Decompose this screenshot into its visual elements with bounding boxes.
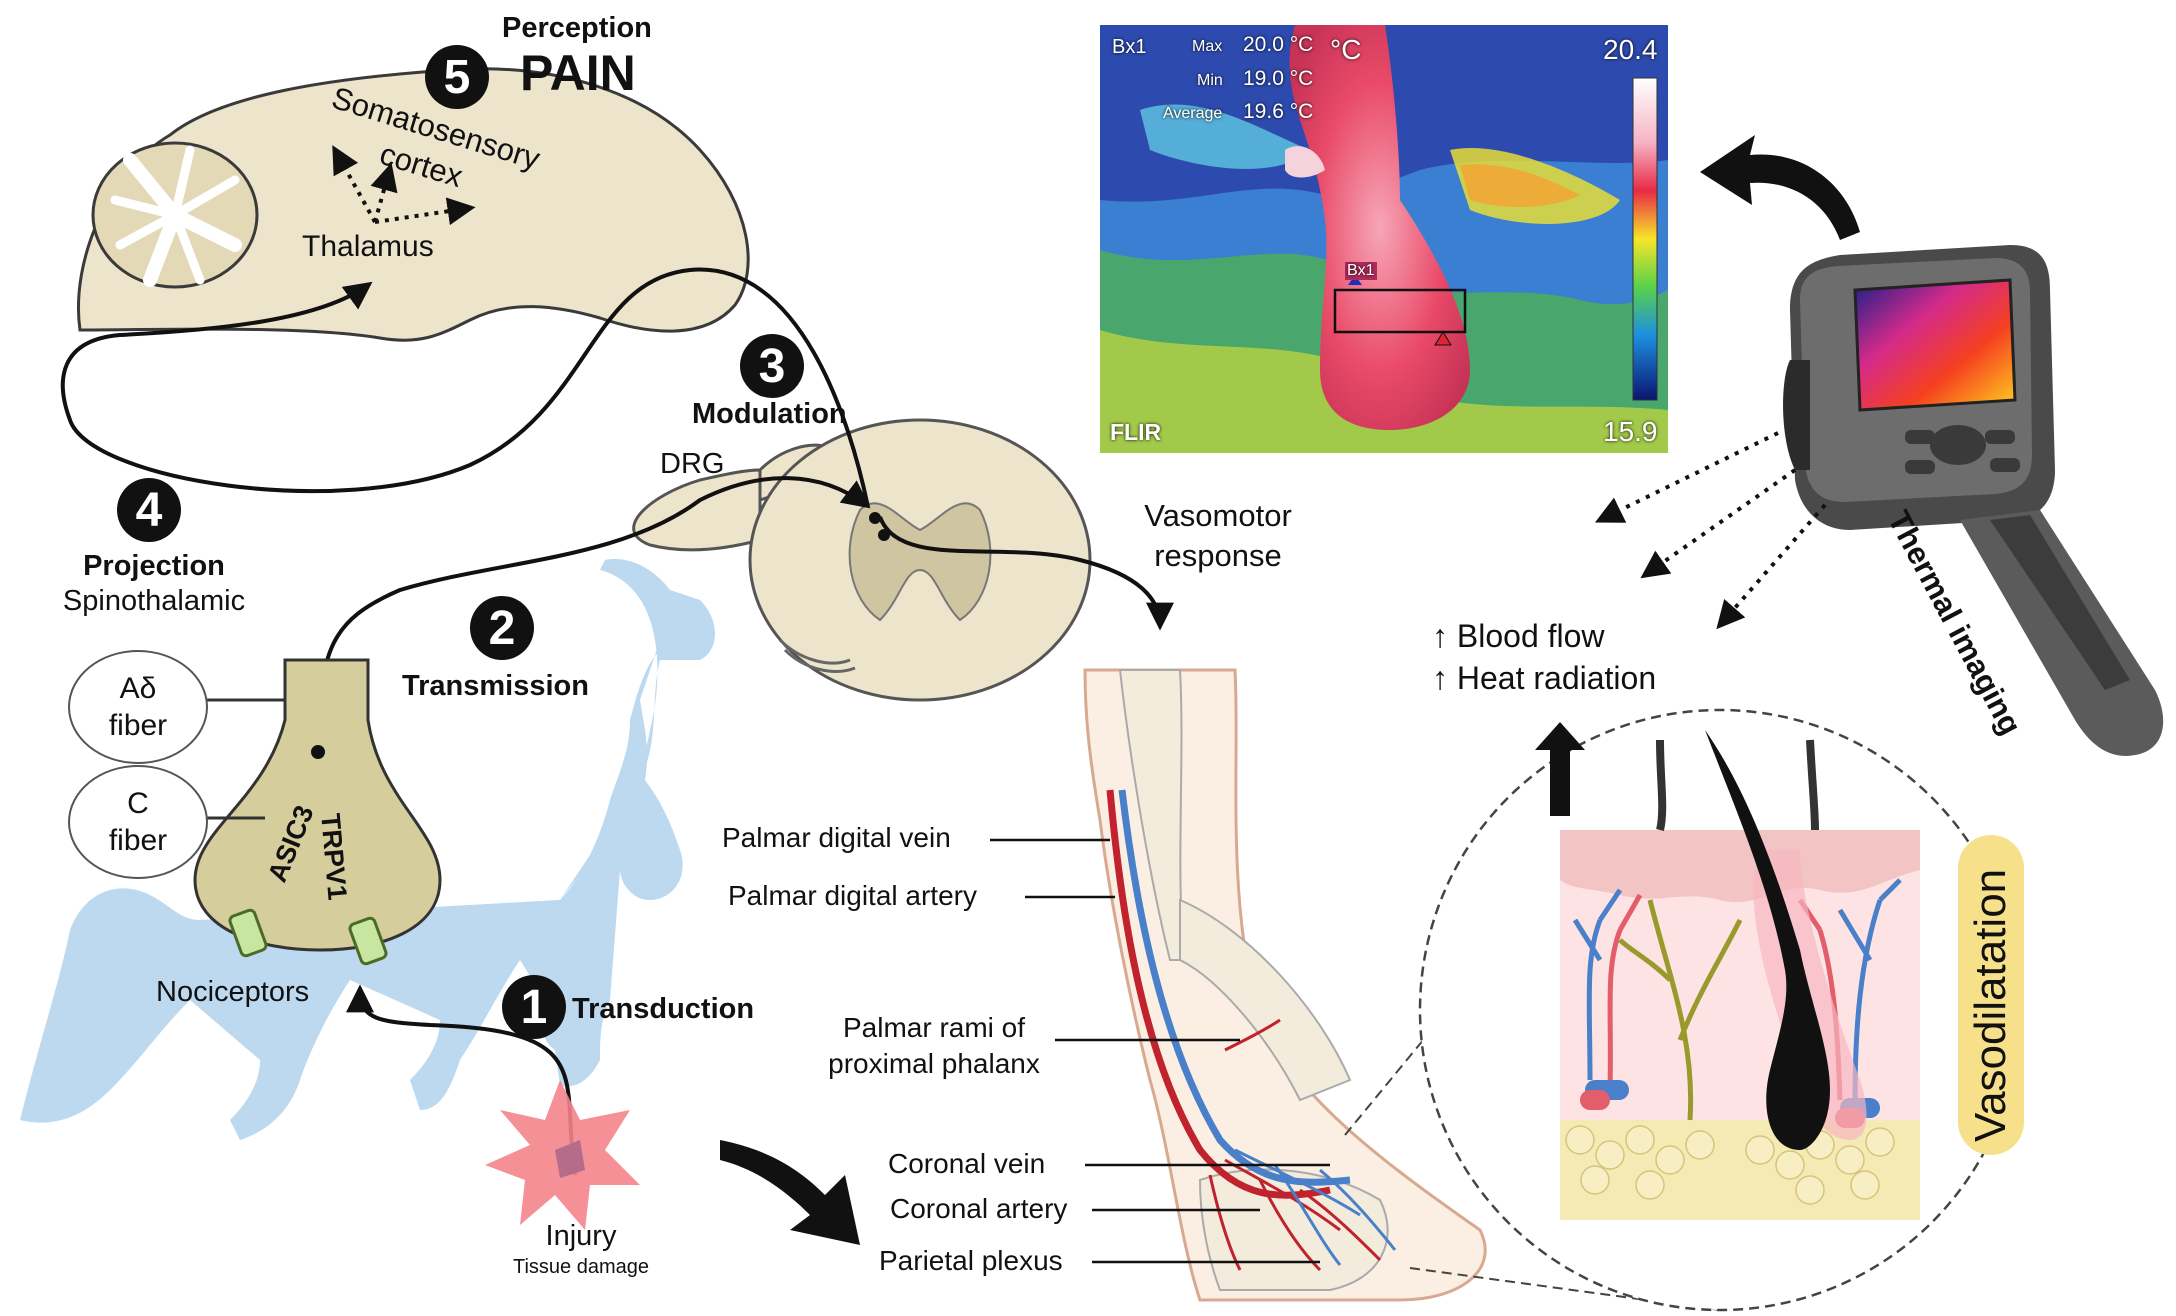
thermal-box-label: Bx1	[1112, 36, 1147, 58]
coronal-vein-label: Coronal vein	[888, 1148, 1046, 1179]
c-fiber-label: fiber	[108, 824, 168, 857]
vasomotor-label: Vasomotor	[1144, 498, 1292, 533]
thermal-average-value: 19.6 °C	[1243, 100, 1314, 123]
coronal-artery-label: Coronal artery	[890, 1193, 1068, 1224]
thermal-image	[1100, 25, 1668, 453]
step-4-badge: 4	[117, 478, 181, 542]
thermal-average-label: Average	[1163, 105, 1223, 122]
adelta-fiber-label: fiber	[108, 709, 168, 742]
parietal-plexus-label: Parietal plexus	[879, 1245, 1063, 1276]
heat-up-arrow	[1535, 722, 1585, 816]
palmar-digital-artery-label: Palmar digital artery	[728, 880, 977, 911]
drg-label: DRG	[660, 448, 725, 480]
step-2-badge: 2	[470, 596, 534, 660]
projection-title: Projection	[83, 550, 225, 582]
response-label: response	[1154, 538, 1282, 573]
vasomotor-pathway	[878, 516, 1174, 631]
thermal-scale-min: 15.9	[1603, 416, 1658, 447]
spinothalamic-label: Spinothalamic	[62, 585, 246, 617]
c-label: C	[127, 786, 149, 820]
thalamus-label: Thalamus	[302, 230, 434, 263]
injury-label: Injury	[545, 1220, 617, 1252]
perception-title: Perception	[502, 12, 652, 44]
adelta-label: Aδ	[119, 671, 157, 705]
tissue-damage-label: Tissue damage	[513, 1256, 649, 1278]
heat-radiation-label: ↑ Heat radiation	[1432, 660, 1657, 696]
skin-cross-section	[1418, 708, 2024, 1312]
vasodilatation-label: Vasodilatation	[1966, 868, 2015, 1142]
pain-label: PAIN	[520, 45, 636, 101]
step-3-badge: 3	[740, 334, 804, 398]
thermal-max-value: 20.0 °C	[1243, 33, 1314, 56]
thermal-camera-illustration	[1783, 245, 2164, 756]
step-5-badge: 5	[425, 45, 489, 109]
nociceptors-label: Nociceptors	[156, 976, 310, 1008]
projection-pathway	[60, 267, 870, 508]
transmission-pathway	[316, 476, 871, 749]
adelta-fiber-circle: Aδ fiber	[68, 650, 208, 764]
thermal-roi-label: Bx1	[1345, 262, 1377, 280]
thermal-min-label: Min	[1197, 72, 1223, 89]
flir-logo: FLIR	[1110, 419, 1162, 445]
palmar-rami-label: Palmar rami of	[842, 1012, 1026, 1043]
proximal-phalanx-label: proximal phalanx	[828, 1048, 1040, 1079]
palmar-digital-vein-label: Palmar digital vein	[722, 822, 951, 853]
transduction-title: Transduction	[572, 993, 755, 1025]
camera-curved-arrow	[1700, 135, 1860, 240]
blood-flow-label: ↑ Blood flow	[1432, 618, 1605, 654]
step-1-badge: 1	[502, 975, 566, 1039]
thermal-min-value: 19.0 °C	[1243, 67, 1314, 90]
c-fiber-circle: C fiber	[68, 765, 208, 879]
thermal-max-label: Max	[1192, 38, 1223, 55]
transmission-title: Transmission	[402, 670, 589, 702]
limb-illustration	[990, 668, 1487, 1302]
big-curved-arrow-bottom	[720, 1140, 860, 1245]
brain-illustration	[77, 67, 750, 342]
modulation-title: Modulation	[692, 398, 847, 430]
thermal-scale-max: 20.4	[1603, 34, 1658, 65]
thermal-unit-label: °C	[1330, 34, 1362, 65]
